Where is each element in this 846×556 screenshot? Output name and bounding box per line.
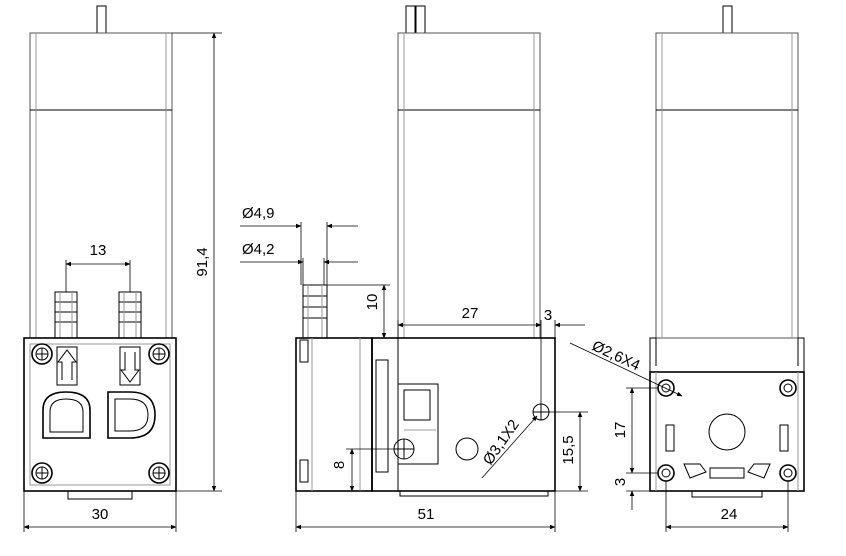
- dim-port-length: 10: [364, 294, 381, 311]
- dim-port-spacing: 13: [90, 242, 107, 259]
- dim-hole-diameter: Ø3,1X2: [480, 417, 523, 468]
- dim-inner-diameter: Ø4,2: [242, 241, 275, 258]
- dim-hole-height: 15,5: [560, 435, 577, 464]
- back-center-hole-icon: [708, 413, 746, 451]
- dim-hole-spacing-horizontal: 24: [721, 506, 738, 523]
- dim-front-width: 30: [92, 506, 109, 523]
- front-motor-shaft: [96, 5, 107, 34]
- dim-edge-offset-top: 3: [544, 307, 552, 324]
- front-pump-head: [23, 337, 177, 492]
- dim-mount-hole: Ø2,6X4: [589, 337, 642, 374]
- side-motor-body: [397, 32, 541, 339]
- dim-hole-spacing-vertical: 17: [612, 422, 629, 439]
- side-base-block: [371, 337, 556, 492]
- dim-outer-diameter: Ø4,9: [242, 205, 275, 222]
- side-view: Ø4,9 Ø4,2 10 27 3 15,5 Ø3,1X2 8 51: [240, 5, 588, 532]
- side-hole-large-icon: [455, 437, 479, 461]
- dim-hole-offset: 27: [462, 305, 479, 322]
- side-hose-barb: [302, 284, 328, 339]
- valve-d-right-icon: [107, 391, 156, 439]
- front-motor-body: [29, 32, 173, 339]
- dim-total-height: 91,4: [194, 247, 211, 276]
- valve-d-left-icon: [42, 391, 91, 439]
- dim-bottom-hole-height: 8: [331, 461, 348, 469]
- front-view: 13 91,4 30: [23, 5, 222, 532]
- back-motor-body: [655, 32, 799, 339]
- flow-down-arrow-icon: [119, 346, 141, 386]
- back-view: Ø2,6X4 17 3 24: [569, 5, 805, 532]
- dim-bottom-offset: 3: [612, 478, 629, 486]
- front-screw-icon: [31, 343, 170, 484]
- dim-length: 51: [418, 506, 435, 523]
- flow-up-arrow-icon: [56, 346, 78, 386]
- back-mount-hole-icon: [657, 379, 797, 482]
